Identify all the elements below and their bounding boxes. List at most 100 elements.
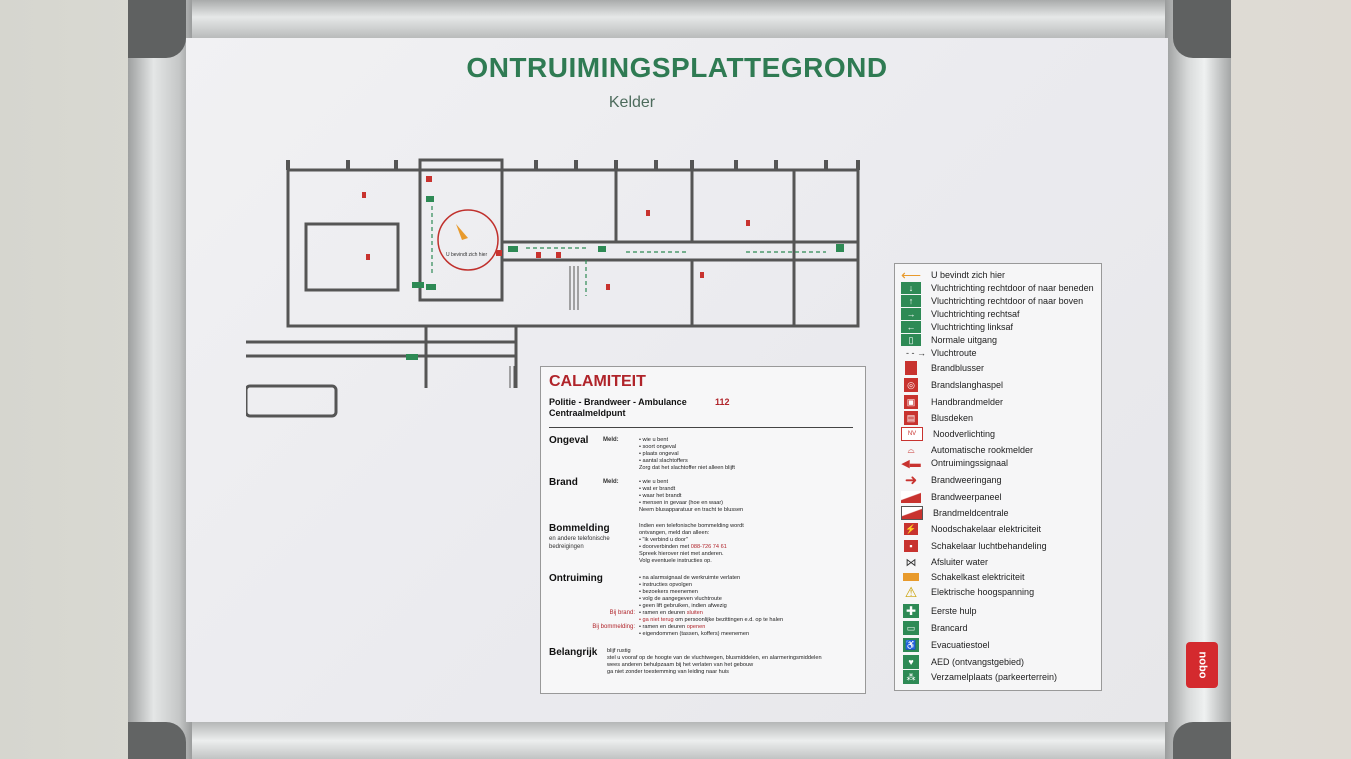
legend-item: Brandblusser [901, 361, 984, 375]
legend-label: Blusdeken [931, 413, 974, 423]
smoke-detector-icon: ⌓ [907, 444, 915, 455]
instruction-line: • mensen in gevaar (hoe en waar) [639, 500, 724, 506]
instruction-text: • ramen en deuren [639, 624, 686, 630]
frame-top [150, 0, 1210, 38]
you-are-here-icon: ⟵ [900, 266, 922, 283]
ontruiming-instructions: • na alarmsignaal de werkruimte verlaten… [639, 575, 783, 638]
emergency-number: 112 [715, 397, 730, 407]
instruction-line: blijf rustig [607, 648, 631, 654]
legend-label: Eerste hulp [931, 606, 977, 616]
assembly-point-icon: ⁂ [903, 670, 919, 684]
legend-item: ▣Handbrandmelder [901, 395, 1003, 409]
escape-route-icon: - - → [906, 348, 926, 358]
instruction-line: • volg de aangegeven vluchtroute [639, 596, 722, 602]
legend-item: ⁂Verzamelplaats (parkeerterrein) [901, 670, 1057, 684]
you-are-here-icon [456, 224, 468, 240]
you-are-here-text: U bevindt zich hier [446, 252, 487, 258]
legend-item: ◎Brandslanghaspel [901, 378, 1003, 392]
sign-subtitle: Kelder [608, 94, 656, 111]
extinguisher-icon [905, 361, 917, 375]
instruction-line: • wat er brandt [639, 486, 676, 492]
legend-item: ▭Brancard [901, 621, 968, 635]
brand-heading: Brand [549, 477, 578, 488]
instruction-line: stel u vooraf op de hoogte van de vlucht… [607, 655, 822, 661]
legend-item: ⚠ Elektrische hoogspanning [901, 583, 1035, 600]
legend-label: AED (ontvangstgebied) [931, 657, 1025, 667]
bij-bommelding-label: Bij bommelding: [592, 624, 635, 630]
legend-item: ✚Eerste hulp [901, 604, 977, 618]
legend-item: ♥ AED (ontvangstgebied) [901, 655, 1024, 669]
legend-label: Vluchtrichting linksaf [931, 322, 1014, 332]
nobo-logo-text: nobo [1195, 651, 1208, 679]
legend-item: ▪Schakelaar luchtbehandeling [901, 539, 1047, 553]
exit-icon: ▯ [901, 334, 921, 346]
instruction-text: om persoonlijke bezittingen e.d. op te h… [675, 617, 784, 623]
legend-label: Vluchtrichting rechtdoor of naar boven [931, 296, 1084, 306]
meld-label: Meld: [603, 437, 619, 443]
legend-label: Afsluiter water [931, 557, 989, 567]
calamiteit-title: CALAMITEIT [549, 373, 646, 390]
high-voltage-icon: ⚠ [904, 583, 918, 600]
brand-instructions: • wie u bent • wat er brandt • waar het … [639, 479, 743, 514]
instruction-line: • instructies opvolgen [639, 582, 692, 588]
frame-corner [1173, 0, 1231, 58]
fire-alarm-central-icon [901, 506, 923, 520]
instruction-line: • geen lift gebruiken, indien afwezig [639, 603, 727, 609]
you-are-here-circle [437, 209, 499, 271]
bij-brand-label: Bij brand: [609, 610, 635, 616]
legend-label: Brandweeringang [931, 475, 1002, 485]
legend-label: Brandweerpaneel [931, 492, 1002, 502]
instruction-line: Volg eventuele instructies op. [639, 558, 712, 564]
belangrijk-instructions: blijf rustig stel u vooraf op de hoogte … [607, 648, 822, 676]
ongeval-heading: Ongeval [549, 435, 589, 446]
exit-down-icon: ↓ [901, 282, 921, 294]
legend-item: ⌓Automatische rookmelder [901, 443, 1033, 457]
ongeval-instructions: • wie u bent • soort ongeval • plaats on… [639, 437, 735, 472]
instruction-line: Spreek hierover niet met anderen. [639, 551, 724, 557]
emphasis-text: sluiten [686, 610, 703, 616]
evacuation-chair-icon: ♿ [903, 638, 919, 652]
aed-icon: ♥ [903, 655, 919, 669]
legend-label: Schakelkast elektriciteit [931, 572, 1025, 582]
bommelding-instructions: Indien een telefonische bommelding wordt… [639, 523, 744, 565]
floor-plan: U bevindt zich hier [246, 158, 860, 418]
instruction-line: • na alarmsignaal de werkruimte verlaten [639, 575, 741, 581]
electric-cabinet-icon [903, 573, 919, 581]
instruction-line: Neem blusapparatuur en tracht te blussen [639, 507, 744, 513]
legend-item: Brandmeldcentrale [901, 506, 1009, 520]
legend-item: ⟵ U bevindt zich hier [900, 266, 1006, 283]
legend-item: ▤Blusdeken [901, 411, 973, 425]
frame-corner [1173, 722, 1231, 759]
legend-label: Brancard [931, 623, 968, 633]
legend-item: ⚡Noodschakelaar elektriciteit [901, 522, 1041, 536]
frame-bottom [140, 722, 1220, 759]
calamiteit-panel: CALAMITEIT Politie - Brandweer - Ambulan… [540, 366, 866, 694]
instruction-line: ga niet zonder toestemming van leiding n… [607, 669, 729, 675]
instruction-line: • wie u bent [639, 437, 669, 443]
emergency-switch-icon: ⚡ [904, 523, 918, 535]
fire-entrance-icon: ➜ [904, 472, 918, 489]
evacuation-sign: ONTRUIMINGSPLATTEGROND Kelder [186, 38, 1168, 722]
evacuation-signal-icon: ◀▬ [901, 457, 921, 470]
plan-outer-wall [286, 168, 860, 328]
emphasis-text: • ga niet terug [639, 617, 674, 623]
belangrijk-heading: Belangrijk [549, 647, 598, 658]
instruction-line: • eigendommen (tassen, koffers) meenemen [639, 631, 750, 637]
legend-item: ⋈ Afsluiter water [901, 555, 989, 569]
instruction-line: Indien een telefonische bommelding wordt [639, 523, 744, 529]
instruction-line: • doorverbinden met 088-726 74 61 [639, 544, 744, 551]
legend-item: ◀▬Ontruimingssignaal [901, 456, 1008, 470]
divider [549, 427, 853, 428]
legend-label: Vluchtrichting rechtsaf [931, 309, 1020, 319]
instruction-line: Zorg dat het slachtoffer niet alleen bli… [639, 465, 735, 471]
legend-label: Elektrische hoogspanning [931, 587, 1035, 597]
emphasis-text: openen [686, 624, 706, 630]
instruction-text: • doorverbinden met [639, 544, 690, 550]
instruction-line: • ramen en deuren sluiten [639, 610, 783, 617]
legend-label: U bevindt zich hier [931, 270, 1006, 280]
instruction-line: • plaats ongeval [639, 451, 679, 457]
legend-label: Brandblusser [931, 363, 985, 373]
legend-label: Brandslanghaspel [931, 380, 1004, 390]
water-valve-icon: ⋈ [905, 556, 917, 569]
instruction-line: • ramen en deuren openen [639, 624, 783, 631]
